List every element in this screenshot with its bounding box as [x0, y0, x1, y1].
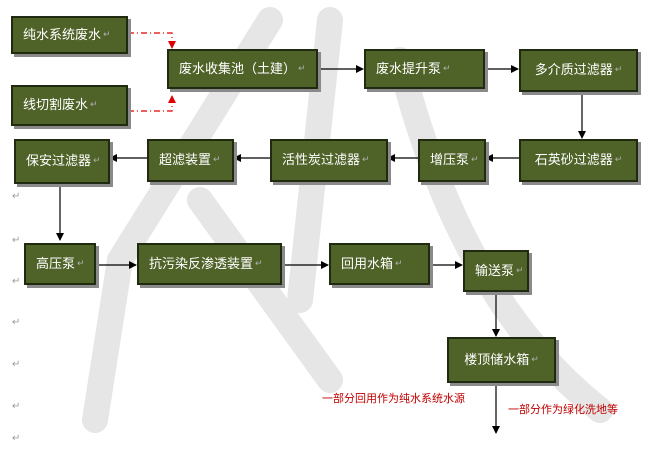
node-label: 废水提升泵: [376, 61, 442, 77]
paragraph-mark: ↵: [12, 235, 21, 246]
node-label: 活性炭过滤器: [282, 153, 361, 168]
node-wire-cut-waste: 线切割废水↵: [11, 85, 128, 126]
inflow-arrow-pure-water: [128, 32, 176, 49]
node-label: 石英砂过滤器: [534, 153, 613, 168]
node-label: 高压泵: [36, 256, 76, 272]
paragraph-mark: ↵: [12, 276, 21, 287]
node-multimedia-filter: 多介质过滤器↵: [519, 49, 638, 92]
node-activated-carbon-filter: 活性炭过滤器↵: [270, 139, 388, 182]
node-high-pressure-pump: 高压泵↵: [24, 243, 96, 285]
node-label: 线切割废水: [23, 98, 89, 113]
paragraph-mark: ↵: [12, 359, 21, 370]
flow-arrows: [56, 65, 586, 434]
node-anti-fouling-ro: 抗污染反渗透装置↵: [137, 243, 282, 285]
node-quartz-sand-filter: 石英砂过滤器↵: [519, 139, 638, 182]
node-label: 楼顶储水箱: [464, 352, 530, 368]
node-booster-pump: 增压泵↵: [418, 139, 486, 182]
reuse-note: 一部分回用作为纯水系统水源: [322, 392, 465, 405]
node-label: 回用水箱: [341, 256, 394, 272]
dashed-inflow-arrows: [128, 32, 176, 112]
inflow-arrow-wire-cut: [128, 95, 176, 112]
node-lift-pump: 废水提升泵↵: [364, 49, 485, 89]
greening-note: 一部分作为绿化洗地等: [508, 403, 618, 416]
node-label: 超滤装置: [159, 153, 212, 168]
node-roof-tank: 楼顶储水箱↵: [447, 337, 556, 383]
node-label: 保安过滤器: [26, 154, 92, 169]
node-safety-filter: 保安过滤器↵: [14, 139, 110, 184]
node-transfer-pump: 输送泵↵: [463, 250, 529, 292]
paragraph-mark: ↵: [12, 401, 21, 412]
node-reuse-tank: 回用水箱↵: [329, 243, 430, 285]
node-label: 抗污染反渗透装置: [149, 256, 254, 272]
paragraph-mark: ↵: [12, 317, 21, 328]
node-label: 多介质过滤器: [534, 63, 613, 78]
paragraph-mark: ↵: [12, 191, 21, 202]
node-label: 增压泵: [430, 153, 470, 168]
node-pure-water-waste: 纯水系统废水↵: [11, 16, 128, 54]
paragraph-mark: ↵: [12, 433, 21, 444]
node-label: 输送泵: [475, 263, 515, 279]
node-collection-tank: 废水收集池（土建）↵: [167, 49, 318, 89]
node-label: 废水收集池（土建）: [179, 61, 297, 77]
node-label: 纯水系统废水: [23, 27, 102, 43]
node-ultrafiltration: 超滤装置↵: [147, 139, 234, 182]
